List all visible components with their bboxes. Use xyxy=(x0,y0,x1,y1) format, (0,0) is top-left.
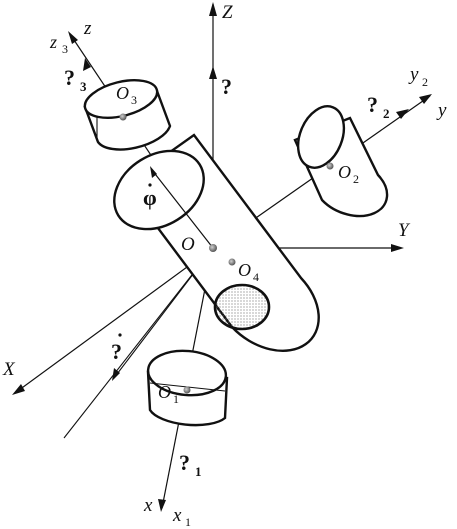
svg-text:2: 2 xyxy=(353,172,359,186)
svg-text:?: ? xyxy=(179,450,190,475)
svg-text:3: 3 xyxy=(62,42,68,56)
label-q2: ? 2 xyxy=(367,92,390,121)
wheel-O2 xyxy=(293,105,389,218)
wheel-O1 xyxy=(146,349,229,427)
svg-text:4: 4 xyxy=(253,270,259,284)
svg-text:?: ? xyxy=(367,92,378,117)
svg-text:3: 3 xyxy=(80,79,87,94)
omega-arrow-top xyxy=(209,66,217,79)
svg-text:2: 2 xyxy=(383,106,390,121)
label-O3: O 3 xyxy=(116,83,137,107)
svg-text:y: y xyxy=(408,64,419,85)
label-O4: O 4 xyxy=(238,260,259,284)
label-q-top: ? xyxy=(221,74,232,99)
svg-text:φ: φ xyxy=(143,185,157,210)
inner-hole xyxy=(213,283,271,331)
label-x1: x 1 xyxy=(172,505,191,529)
label-x: x xyxy=(143,495,153,516)
label-X: X xyxy=(2,359,16,380)
label-O: O xyxy=(181,234,195,255)
svg-text:z: z xyxy=(49,32,57,52)
svg-text:1: 1 xyxy=(185,515,191,529)
svg-text:O: O xyxy=(158,382,171,402)
ray-rotation-arrow xyxy=(112,368,120,381)
svg-text:O: O xyxy=(116,83,129,103)
label-O1: O 1 xyxy=(158,382,179,406)
point-O1 xyxy=(183,386,191,394)
label-q-left: ? xyxy=(111,333,122,364)
label-Y: Y xyxy=(398,220,411,241)
label-phi-dot: φ xyxy=(143,183,157,210)
svg-text:3: 3 xyxy=(131,93,137,107)
label-Z: Z xyxy=(222,2,233,23)
svg-text:?: ? xyxy=(64,65,75,90)
point-O4 xyxy=(228,258,236,266)
point-O2 xyxy=(326,162,334,170)
svg-text:x: x xyxy=(172,505,182,526)
wheel-O3 xyxy=(83,79,172,151)
label-z3: z 3 xyxy=(49,32,68,56)
svg-text:O: O xyxy=(338,162,351,182)
cylinder-body xyxy=(113,133,320,352)
point-O xyxy=(209,244,217,252)
svg-text:2: 2 xyxy=(422,75,428,89)
ray-lower-left xyxy=(63,247,214,439)
svg-text:O: O xyxy=(238,260,251,280)
label-q3: ? 3 xyxy=(64,65,87,94)
svg-text:1: 1 xyxy=(173,392,179,406)
point-O3 xyxy=(119,113,127,121)
svg-text:1: 1 xyxy=(195,464,202,479)
label-z: z xyxy=(83,18,92,39)
svg-text:?: ? xyxy=(111,339,122,364)
label-q1: ? 1 xyxy=(179,450,202,479)
axis-X xyxy=(12,247,214,395)
label-O2: O 2 xyxy=(338,162,359,186)
label-y: y xyxy=(436,100,447,121)
label-y2: y 2 xyxy=(408,64,428,89)
